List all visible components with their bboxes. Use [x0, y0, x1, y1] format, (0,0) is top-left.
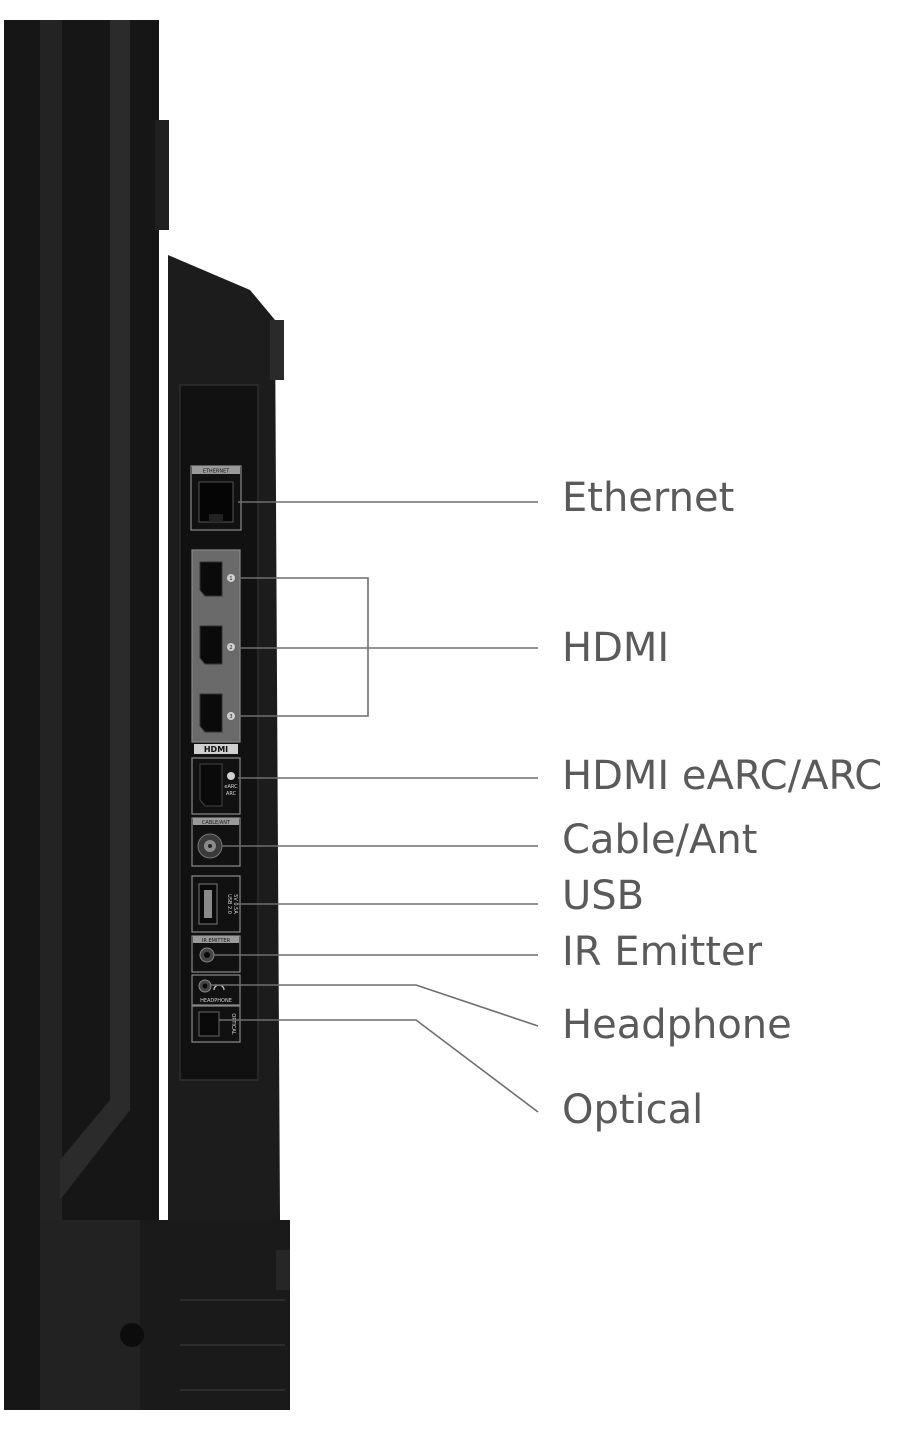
usb-port-text: USB 2.0 — [226, 894, 232, 914]
hdmi-port-2-badge — [227, 643, 235, 651]
ir-emitter-port-text: IR EMITTER — [202, 938, 231, 944]
hdmi-port-2-number: 2 — [229, 645, 232, 651]
optical-label: Optical — [562, 1087, 704, 1133]
arc-text: ARC — [226, 791, 237, 797]
optical-frame — [191, 1005, 241, 1043]
earc-text: eARC — [224, 784, 238, 790]
tv-front-bezel — [4, 20, 159, 1410]
hdmi-port-3 — [199, 693, 223, 733]
usb-power-text: 5V 0.5A — [232, 894, 238, 914]
hdmi-port-1-number: 1 — [229, 576, 232, 582]
ir-label-band — [193, 936, 239, 943]
ethernet-port-text: ETHERNET — [203, 469, 231, 475]
hdmi-earc-port — [199, 763, 223, 807]
hdmi-logo-band — [194, 744, 238, 754]
headphone-leader — [210, 984, 539, 1027]
cable-ant-port-text: CABLE/ANT — [202, 820, 231, 826]
base-tab — [276, 1250, 290, 1290]
hdmi-port-1-badge — [227, 574, 235, 582]
housing-tab — [270, 320, 284, 380]
base-screw-hole — [120, 1323, 144, 1347]
ethernet-clip — [209, 514, 223, 522]
ethernet-label: Ethernet — [562, 475, 735, 521]
side-button — [155, 120, 169, 230]
ir-emitter-label: IR Emitter — [562, 929, 763, 975]
optical-leader — [219, 1019, 539, 1113]
usb-label: USB — [562, 873, 645, 919]
hdmi-port-3-number: 3 — [229, 714, 232, 720]
hdmi-port-1 — [199, 561, 223, 597]
headphone-port-text: HEADPHONE — [200, 998, 232, 1004]
hdmi-earc-badge — [227, 772, 235, 780]
bezel-highlight — [40, 20, 62, 1410]
hdmi-logo-text: HDMI — [204, 745, 228, 754]
base-face — [40, 1220, 140, 1410]
optical-port — [198, 1011, 220, 1037]
ethernet-label-band — [192, 466, 240, 474]
hdmi-port-2 — [199, 625, 223, 665]
cable-ant-label-band — [193, 818, 239, 825]
hdmi-bracket — [238, 577, 369, 717]
headphone-frame — [191, 974, 241, 1006]
hdmi-earc-label: HDMI eARC/ARC — [562, 753, 883, 799]
hdmi-port-3-badge — [227, 712, 235, 720]
hdmi-label: HDMI — [562, 625, 670, 671]
bezel-bevel — [60, 20, 130, 1200]
cable-ant-pin — [208, 844, 212, 848]
hdmi-earc-frame — [191, 757, 241, 815]
headphone-jack-hole — [202, 983, 208, 989]
optical-port-text: OPTICAL — [230, 1013, 236, 1034]
ir-emitter-jack-hole — [204, 952, 210, 958]
headphone-label: Headphone — [562, 1002, 792, 1048]
cable-ant-label: Cable/Ant — [562, 817, 758, 863]
usb-tongue — [204, 890, 212, 918]
callout-lines — [210, 501, 539, 1113]
